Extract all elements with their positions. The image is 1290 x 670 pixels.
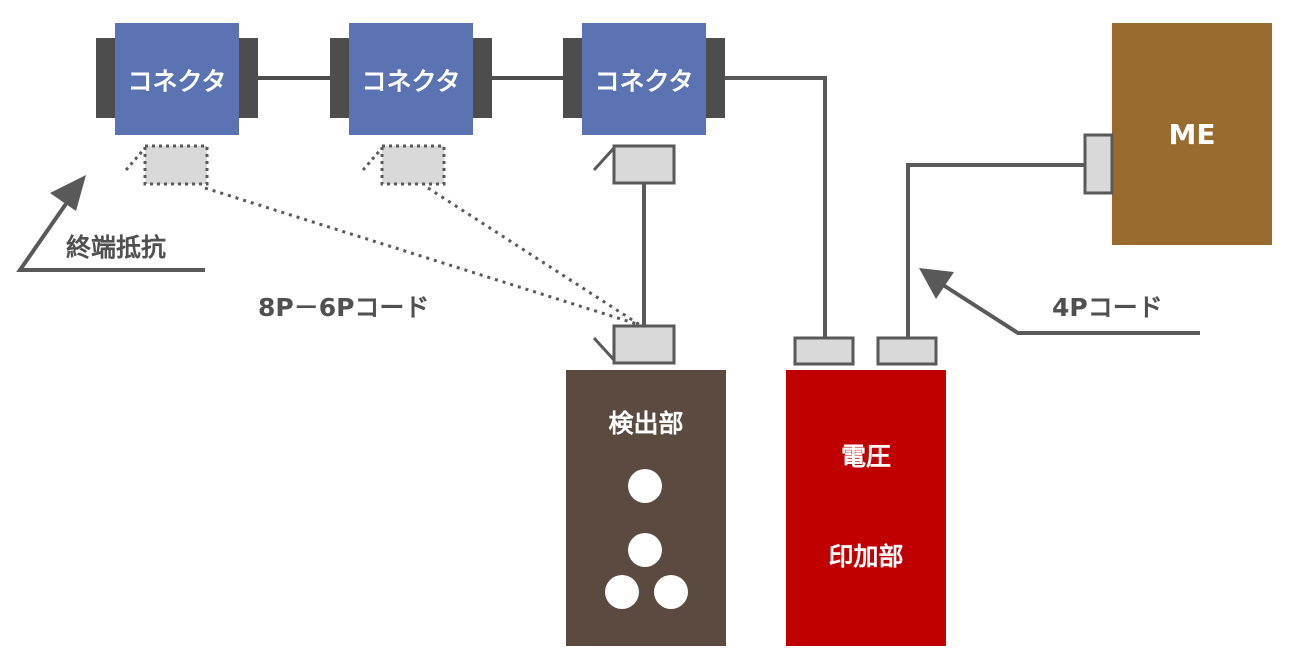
plug bbox=[612, 144, 676, 185]
dotted-cord bbox=[427, 186, 641, 327]
me-to-voltage-cable bbox=[906, 163, 1085, 338]
me-plug bbox=[1083, 133, 1114, 195]
plug-dotted bbox=[143, 144, 209, 186]
connector-label: コネクタ bbox=[594, 67, 694, 96]
terminator-plug-1 bbox=[124, 144, 209, 186]
connector-body bbox=[349, 23, 473, 135]
detector-plug bbox=[592, 324, 676, 365]
voltage-unit bbox=[786, 370, 946, 646]
arrow-head-icon bbox=[919, 268, 954, 299]
cord4p-pointer-line bbox=[938, 281, 1200, 335]
detector-label: 検出部 bbox=[608, 409, 684, 438]
arrow-head-icon bbox=[50, 175, 86, 211]
connector-label: コネクタ bbox=[361, 67, 461, 96]
connector-2 bbox=[330, 23, 492, 135]
connector-1 bbox=[96, 23, 258, 135]
indicator-lamp bbox=[628, 533, 662, 567]
voltage-plug-left bbox=[793, 336, 855, 366]
terminator-plug-2 bbox=[361, 144, 446, 186]
connector-label: コネクタ bbox=[127, 67, 227, 96]
cord-4p-annotation: 4Pコード bbox=[1052, 293, 1163, 322]
voltage-plug-right bbox=[876, 336, 938, 366]
plug-tab bbox=[361, 147, 384, 171]
indicator-lamp bbox=[628, 469, 662, 503]
detector-unit bbox=[566, 370, 726, 646]
connector-to-voltage-cable bbox=[724, 76, 827, 338]
plug-dotted bbox=[380, 144, 446, 186]
plug bbox=[612, 324, 676, 365]
me-unit bbox=[1112, 23, 1272, 245]
plug-tab bbox=[124, 147, 147, 171]
indicator-lamp bbox=[605, 575, 639, 609]
connector-3 bbox=[563, 23, 725, 135]
connector-body bbox=[115, 23, 239, 135]
plug-tab bbox=[592, 336, 616, 362]
voltage-label-line2: 印加部 bbox=[828, 542, 904, 571]
connector-body bbox=[582, 23, 706, 135]
me-label: ME bbox=[1168, 118, 1216, 151]
indicator-lamp bbox=[654, 575, 688, 609]
cord-8p6p-annotation: 8P－6Pコード bbox=[258, 293, 430, 322]
terminator-annotation: 終端抵抗 bbox=[66, 233, 167, 262]
connector3-plug bbox=[592, 144, 676, 185]
plug-tab bbox=[592, 146, 616, 172]
voltage-label-line1: 電圧 bbox=[840, 442, 891, 471]
terminator-pointer-line bbox=[16, 196, 205, 272]
